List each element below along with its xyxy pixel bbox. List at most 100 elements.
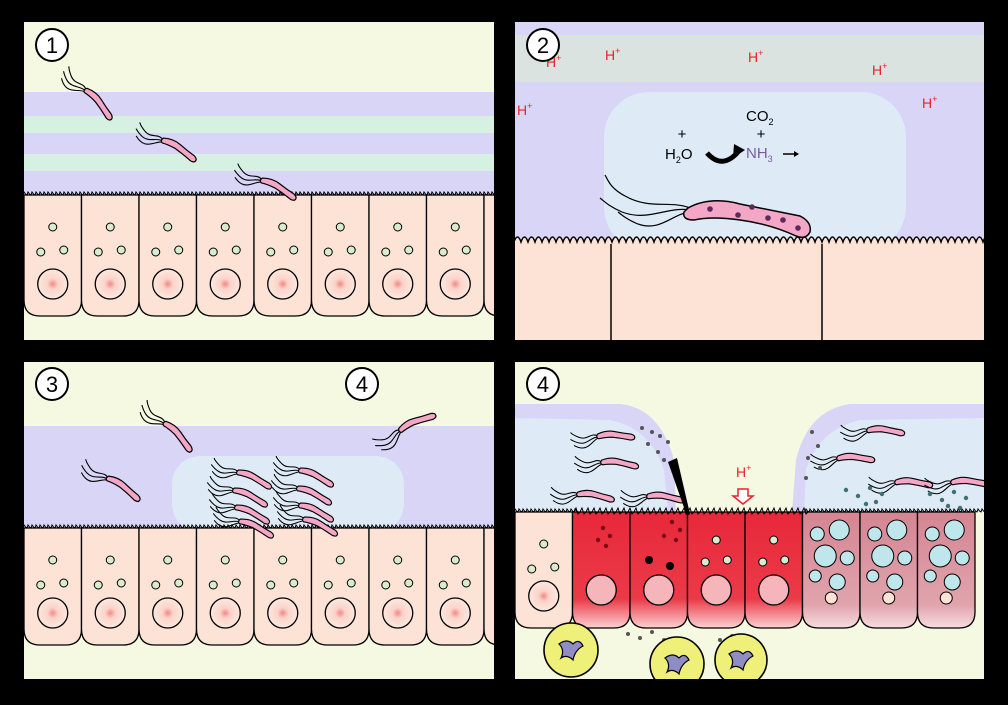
flagellum-icon [868, 476, 897, 484]
granule [105, 222, 115, 232]
granule [208, 580, 218, 590]
step-number: 4 [537, 372, 549, 397]
toxin-particle [927, 491, 933, 497]
epithelial-cell [368, 527, 428, 646]
flagellum-icon [211, 470, 238, 479]
granule [711, 535, 721, 545]
particle [666, 440, 670, 444]
microvilli [514, 507, 579, 513]
granule [48, 555, 58, 565]
toxin-particle [677, 527, 683, 533]
toxin-particle [673, 537, 679, 543]
toxin-particle [873, 499, 879, 505]
plus-sign: + [757, 126, 766, 143]
lobed-nucleus [558, 640, 584, 662]
granule [461, 245, 471, 255]
nucleus [267, 597, 299, 629]
nucleus [324, 597, 356, 629]
flagellum-icon [840, 424, 869, 432]
flagellum-icon [381, 431, 402, 451]
vacuole [809, 526, 825, 542]
curved-arrow-icon [705, 144, 745, 164]
flagellum-icon [209, 475, 235, 491]
bacterium [867, 476, 934, 494]
nucleus [152, 268, 184, 300]
epithelial-cell [23, 194, 83, 317]
granule [550, 562, 560, 572]
panel-1 [23, 21, 495, 341]
nucleus [382, 268, 414, 300]
toxin-particle [863, 501, 869, 507]
nucleus [94, 268, 126, 300]
particle [810, 430, 814, 434]
toxin-particle [669, 519, 675, 525]
bacterium-body [596, 430, 636, 441]
granule [266, 247, 276, 257]
cell-body [571, 511, 631, 629]
epithelial-cell [195, 527, 255, 646]
granule [461, 578, 471, 588]
flagellum-icon [273, 473, 299, 489]
vacuole [924, 526, 940, 542]
toxin-particle [603, 543, 609, 549]
bacteria-group [80, 399, 437, 539]
granule [116, 578, 126, 588]
granule [278, 555, 288, 565]
flagellum-icon [135, 128, 164, 142]
microvilli [804, 507, 985, 513]
bacterium [270, 473, 333, 506]
flagellum-icon [574, 455, 603, 464]
epithelial-cell [483, 194, 495, 317]
flagellum-icon [277, 517, 304, 526]
particle [650, 630, 654, 634]
flagellum-icon [271, 486, 298, 495]
water-label: H2O [665, 146, 693, 165]
bacterium-body [600, 457, 640, 470]
vacuole [897, 550, 913, 566]
toxin-particle [661, 533, 667, 539]
step-number: 3 [46, 372, 58, 397]
nucleus [152, 597, 184, 629]
flagellum-icon [599, 174, 691, 227]
epithelium [23, 523, 495, 646]
cytotoxin-granule [666, 562, 674, 570]
granule [220, 222, 230, 232]
flagellum-icon [135, 135, 163, 145]
bacterium-body [160, 137, 197, 163]
inflamed-cell [686, 511, 746, 629]
granule [769, 535, 779, 545]
granule [381, 580, 391, 590]
hydrogen-ion: H+ [736, 463, 751, 480]
bacterium [139, 399, 193, 453]
nucleus [824, 591, 838, 605]
granule [93, 580, 103, 590]
flagellum-icon [550, 486, 579, 495]
particle [818, 466, 822, 470]
right-arrow-icon [783, 151, 799, 157]
flagellum-icon [924, 482, 953, 490]
flagellum-icon [234, 169, 263, 182]
bacterium-body [231, 487, 269, 508]
neutrophil [543, 622, 599, 678]
granule [323, 247, 333, 257]
flagellum-icon [60, 78, 86, 93]
bacterium-body [105, 475, 141, 503]
bacterium-body [259, 177, 297, 201]
granule [381, 247, 391, 257]
hydrogen-ions: H+ H+ H+ H+ H+ H+ [517, 46, 937, 118]
panel-2: H+ H+ H+ H+ H+ H+ + H2O CO2 + NH3 [514, 21, 985, 341]
damaged-cell [801, 511, 861, 629]
bacterium [573, 455, 640, 474]
damaged-cell [916, 511, 976, 629]
step-number: 1 [46, 33, 58, 58]
flagellum-icon [234, 177, 262, 186]
bacterium [234, 163, 297, 201]
flagellum-icon [573, 437, 599, 449]
svg-text:H+: H+ [872, 61, 887, 78]
bacterium [372, 412, 437, 451]
granule [59, 578, 69, 588]
particle [662, 458, 666, 462]
granule [780, 555, 790, 565]
flagellum-icon [272, 462, 301, 472]
granule [48, 222, 58, 232]
